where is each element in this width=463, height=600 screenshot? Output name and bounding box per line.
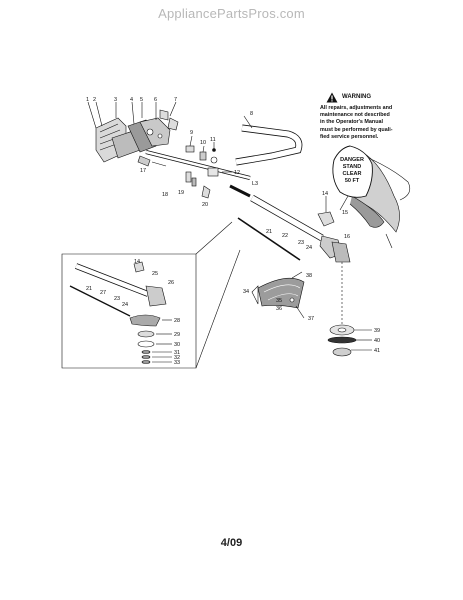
callout: 39 [374,328,380,334]
callout: 6 [154,97,157,103]
callout: 11 [210,137,216,143]
site-header: AppliancePartsPros.com [158,6,305,21]
danger-line: STAND [343,164,362,170]
warning-line: in the Operator's Manual [320,119,383,126]
warning-notice: WARNING All repairs, adjustments and mai… [320,92,412,141]
warning-title-row: WARNING [326,92,412,103]
callout: 19 [178,190,184,196]
warning-line: must be performed by quali- [320,126,393,133]
inset-callout: 23 [114,296,120,302]
danger-line: 50 FT [345,178,360,184]
callout: 41 [374,348,380,354]
callout: 37 [308,316,314,322]
inset-callout: 21 [86,286,92,292]
inset-box [61,221,241,369]
callout: 7 [174,97,177,103]
callout: 1 [86,97,89,103]
callout: 23 [298,240,304,246]
inset-callout: 27 [100,290,106,296]
lower-shaft-tube [229,184,324,261]
inset-callout: 28 [174,318,180,324]
danger-line: DANGER [340,157,364,163]
callout: 35 [276,298,282,304]
deflector-guard [257,271,305,319]
callout: 10 [200,140,206,146]
callout: 22 [282,233,288,239]
callout: 34 [243,289,249,295]
callout: 4 [130,97,133,103]
handle-hardware [185,135,232,177]
inset-callout: 29 [174,332,180,338]
callout: L3 [252,181,258,187]
callout: 17 [140,168,146,174]
throttle-parts [137,155,211,199]
callout: 24 [306,245,312,251]
inset-callout: 32 [174,355,180,361]
inset-callout: 30 [174,342,180,348]
handle-bar [235,115,303,166]
callout: 38 [306,273,312,279]
danger-line: CLEAR [343,171,362,177]
callout: 16 [344,234,350,240]
callout: 40 [374,338,380,344]
inset-callout: 31 [174,350,180,356]
inset-callout: 14 [134,259,140,265]
danger-sign [332,145,373,198]
gear-head [331,241,351,324]
callout: 36 [276,306,282,312]
callout: 21 [266,229,272,235]
callout: 8 [250,111,253,117]
upper-shaft-tube [145,150,251,180]
inset-callout: 25 [152,271,158,277]
danger-sign-text: DANGER STAND CLEAR 50 FT [340,157,364,184]
engine-housing [95,109,179,163]
callout: 20 [202,202,208,208]
callout: 3 [114,97,117,103]
inset-callout: 26 [168,280,174,286]
callout: 12 [234,170,240,176]
warning-line: All repairs, adjustments and [320,105,393,111]
callout-labels: 1 2 3 4 5 6 7 8 9 10 11 12 L3 14 15 16 1… [86,97,380,366]
callout: 15 [342,210,348,216]
page-number: 4/09 [220,537,243,549]
warning-line: maintenance not described [320,112,390,119]
leader-lines-top [87,101,177,129]
callout: 5 [140,97,143,103]
inset-callout: 24 [122,302,128,308]
callout: 14 [322,191,328,197]
inset-callout: 33 [174,360,180,366]
callout: 2 [93,97,96,103]
line-head-parts [327,324,372,357]
callout: 18 [162,192,168,198]
callout: 9 [190,130,193,136]
warning-title: WARNING [342,93,371,100]
warning-line: fied service personnel. [320,133,379,140]
warning-triangle-icon [326,92,338,103]
